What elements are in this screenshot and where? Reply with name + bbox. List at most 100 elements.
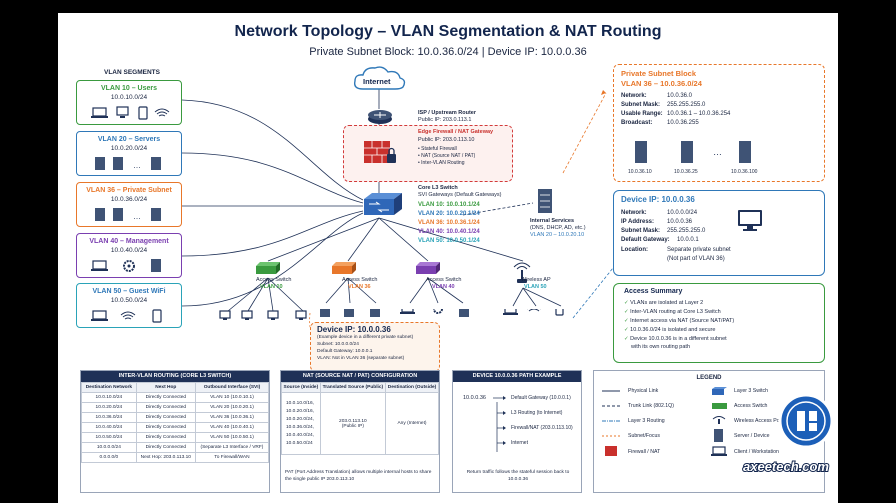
server-icons: …: [95, 157, 161, 170]
vlan-name: VLAN 20 – Servers: [97, 136, 161, 143]
legend-item: Wireless Access Point: [734, 418, 786, 424]
vlan-20-card: VLAN 20 – Servers 10.0.20.0/24 …: [76, 131, 182, 176]
firewall-icon: [364, 141, 396, 163]
watermark-text: axeetech.com: [742, 458, 830, 475]
internal-services-vlan: VLAN 20 – 10.0.20.10: [530, 232, 585, 238]
legend-item: Trunk Link (802.1Q): [628, 403, 674, 409]
svg-text:…: …: [133, 212, 141, 221]
page-subtitle: Private Subnet Block: 10.0.36.0/24 | Dev…: [309, 46, 587, 58]
isp-router-ip: Public IP: 203.0.113.1: [418, 117, 472, 123]
firewall-feature: • Stateful Firewall: [418, 146, 457, 152]
nat-config-table: NAT (SOURCE NAT / PAT) CONFIGURATION Sou…: [280, 370, 440, 493]
internal-services-detail: (DNS, DHCP, AD, etc.): [530, 225, 586, 231]
vlan-cidr: 10.0.40.0/24: [110, 247, 148, 254]
internal-services-title: Internal Services: [530, 218, 575, 224]
private-subnet-cidr: VLAN 36 – 10.0.36.0/24: [621, 79, 702, 88]
access-summary-item: ✓ VLANs are isolated at Layer 2: [624, 300, 704, 306]
page-title: Network Topology – VLAN Segmentation & N…: [234, 23, 662, 40]
firewall-title: Edge Firewall / NAT Gateway: [418, 129, 494, 135]
device-callout-title: Device IP: 10.0.0.36: [317, 325, 391, 334]
vlan-40-card: VLAN 40 – Management 10.0.40.0/24: [76, 233, 182, 278]
access-switch-label: Access Switch: [342, 277, 378, 283]
vlan-name: VLAN 10 – Users: [100, 85, 158, 92]
legend-item: Subnet/Focus: [628, 433, 661, 439]
vlan-cidr: 10.0.36.0/24: [110, 196, 148, 203]
access-switch-vlan: VLAN 10: [260, 284, 283, 290]
internal-services-server-icon: [538, 189, 552, 213]
vlan-name: VLAN 40 – Management: [89, 238, 169, 245]
firewall-ip: Public IP: 203.0.113.10: [418, 137, 475, 143]
private-subnet-block: [613, 64, 825, 182]
guest-wifi-icons: [91, 309, 162, 323]
access-summary-item: ✓ Inter-VLAN routing at Core L3 Switch: [624, 309, 721, 315]
router-icon: [368, 110, 392, 124]
path-step: Internet: [511, 440, 528, 446]
private-subnet-row: Usable Range:10.0.36.1 – 10.0.36.254: [621, 111, 731, 117]
private-subnet-row: Network:10.0.36.0: [621, 93, 693, 99]
device-callout-line: Subnet: 10.0.0.0/24: [317, 342, 359, 347]
vlan-name: VLAN 36 – Private Subnet: [86, 187, 172, 194]
device-ip-title: Device IP: 10.0.0.36: [621, 195, 695, 204]
vlan-name: VLAN 50 – Guest WiFi: [92, 288, 166, 295]
device-callout-line: VLAN: Not in VLAN 36 (separate subnet): [317, 356, 405, 361]
vlan-cidr: 10.0.50.0/24: [110, 297, 148, 304]
device-ip-row: IP Address:10.0.0.36: [621, 219, 693, 225]
vlan-cidr: 10.0.10.0/24: [110, 94, 148, 101]
table-title: DEVICE 10.0.0.36 PATH EXAMPLE: [453, 371, 581, 382]
internet-label: Internet: [363, 77, 391, 86]
vlan-cidr: 10.0.20.0/24: [110, 145, 148, 152]
path-origin: 10.0.0.36: [463, 395, 486, 401]
private-subnet-server-icons: …: [635, 141, 751, 163]
inter-vlan-routing-table: INTER-VLAN ROUTING (CORE L3 SWITCH) Dest…: [80, 370, 270, 493]
private-subnet-title: Private Subnet Block: [621, 69, 697, 78]
legend-item: Access Switch: [734, 403, 768, 409]
path-step: L3 Routing (to Internet): [511, 410, 563, 416]
legend-item: Physical Link: [628, 388, 659, 394]
path-note: Return traffic follows the stateful sess…: [466, 470, 570, 482]
access-summary-title: Access Summary: [624, 288, 683, 295]
core-switch-subtitle: SVI Gateways (Default Gateways): [418, 192, 502, 198]
private-subnet-row: Subnet Mask:255.255.255.0: [621, 102, 706, 108]
access-summary-item: ✓ Internet access via NAT (Source NAT/PA…: [624, 318, 735, 324]
table-title: INTER-VLAN ROUTING (CORE L3 SWITCH): [81, 371, 269, 382]
svi-vlan-40: VLAN 40: 10.0.40.1/24: [418, 229, 480, 235]
leaf-devices: [219, 309, 564, 320]
vlan-segments-heading: VLAN SEGMENTS: [104, 69, 160, 76]
device-ip-row: Location:Separate private subnet: [621, 247, 731, 253]
watermark-logo-icon: [778, 393, 834, 449]
vlan-50-card: VLAN 50 – Guest WiFi 10.0.50.0/24: [76, 283, 182, 328]
vlan-10-card: VLAN 10 – Users 10.0.10.0/24: [76, 80, 182, 125]
host-ip: 10.0.36.100: [731, 169, 758, 175]
host-ip: 10.0.36.25: [674, 169, 698, 175]
users-devices-icon: [91, 106, 170, 120]
host-ip: 10.0.36.10: [628, 169, 652, 175]
svi-vlan-50: VLAN 50: 10.0.50.1/24: [418, 238, 480, 244]
server-icons: …: [95, 208, 161, 221]
path-arrows: [493, 396, 506, 452]
path-step: Firewall/NAT (203.0.113.10): [511, 425, 573, 431]
legend-item: Layer 3 Routing: [628, 418, 665, 424]
device-callout-line: (Example device in a different private s…: [317, 335, 414, 340]
device-ip-box: [613, 190, 825, 276]
access-summary-item: with its own routing path: [631, 344, 691, 350]
svi-vlan-10: VLAN 10: 10.0.10.1/24: [418, 202, 480, 208]
access-switch-vlan: VLAN 40: [432, 284, 455, 290]
legend-title: LEGEND: [696, 375, 722, 381]
access-switch-label: Access Switch: [426, 277, 462, 283]
core-l3-switch-icon: [364, 193, 402, 215]
device-ip-row: Default Gateway:10.0.0.1: [621, 237, 699, 243]
path-step: Default Gateway (10.0.0.1): [511, 395, 571, 401]
internet-cloud-icon: [353, 66, 406, 90]
access-switch-vlan36-icon: [332, 262, 356, 274]
device-ip-row: Subnet Mask:255.255.255.0: [621, 228, 706, 234]
legend-item: Server / Device: [734, 433, 770, 439]
svi-vlan-36: VLAN 36: 10.0.36.1/24: [418, 220, 480, 226]
access-switch-vlan10-icon: [256, 262, 280, 274]
access-summary-item: ✓ Device 10.0.0.36 is in a different sub…: [624, 336, 727, 342]
